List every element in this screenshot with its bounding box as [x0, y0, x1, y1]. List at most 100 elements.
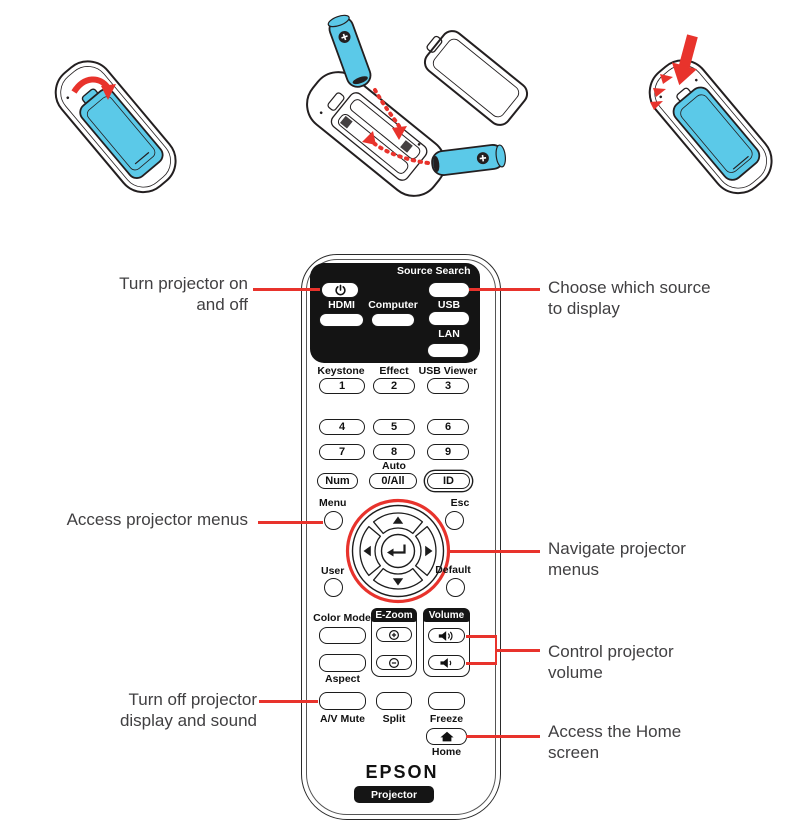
- insert-arrow-1-head: [392, 126, 407, 140]
- battery-cover-detached: [423, 30, 529, 126]
- power-button[interactable]: [321, 282, 359, 298]
- effect-label: Effect: [379, 365, 409, 377]
- aspect-label: Aspect: [324, 673, 360, 685]
- insert-arrow-1: [373, 88, 401, 128]
- callout-navigate-line2: menus: [548, 560, 600, 579]
- arrow-up-icon: [392, 516, 404, 524]
- home-label: Home: [431, 746, 462, 758]
- callout-access-menus: Access projector menus: [40, 509, 248, 530]
- callout-turn-on: Turn projector on and off: [70, 273, 248, 315]
- callout-navigate-line1: Navigate projector: [548, 539, 686, 558]
- illustration-replace-battery-cover: [648, 34, 773, 195]
- default-button[interactable]: [446, 578, 465, 597]
- click-tick-2: [653, 88, 666, 97]
- press-arrow: [671, 34, 698, 86]
- illustration-insert-batteries: [306, 14, 529, 197]
- zoom-in-icon: [388, 629, 400, 640]
- callout-navigate: Navigate projector menus: [548, 538, 758, 580]
- callout-access-home-line1: Access the Home: [548, 722, 682, 741]
- num-button[interactable]: Num: [317, 473, 358, 489]
- digit-2-button[interactable]: 2: [373, 378, 415, 394]
- freeze-button[interactable]: [428, 692, 465, 710]
- callout-line-volume-out: [497, 649, 540, 652]
- aspect-button[interactable]: [319, 654, 366, 672]
- computer-button[interactable]: [371, 313, 415, 327]
- callout-line-home: [466, 735, 540, 738]
- hdmi-button[interactable]: [319, 313, 364, 327]
- nav-up-button[interactable]: [372, 512, 424, 535]
- epson-logo: EPSON: [365, 762, 439, 782]
- digit-9-button[interactable]: 9: [427, 444, 469, 460]
- click-tick-1: [660, 74, 673, 84]
- user-button[interactable]: [324, 578, 343, 597]
- user-label: User: [321, 565, 345, 577]
- color-mode-label: Color Mode: [313, 612, 371, 624]
- hdmi-label: HDMI: [328, 299, 355, 311]
- zero-all-button[interactable]: 0/All: [369, 473, 417, 489]
- split-button[interactable]: [376, 692, 412, 710]
- source-search-button[interactable]: [428, 282, 470, 298]
- remote-back-body: [54, 60, 177, 194]
- callout-line-volume-down: [466, 662, 497, 665]
- callout-turn-off: Turn off projector display and sound: [70, 689, 257, 731]
- callout-line-power: [253, 288, 320, 291]
- volume-up-icon: [438, 630, 452, 641]
- nav-down-button[interactable]: [372, 567, 424, 590]
- lan-button[interactable]: [427, 343, 469, 358]
- id-button[interactable]: ID: [427, 473, 470, 489]
- illustration-remove-battery-cover: [54, 60, 177, 194]
- nav-pad: [345, 498, 451, 604]
- volume-down-icon: [439, 657, 451, 668]
- callout-control-volume: Control projector volume: [548, 641, 758, 683]
- battery-top: [327, 14, 372, 88]
- color-mode-button[interactable]: [319, 627, 366, 644]
- menu-button[interactable]: [324, 511, 343, 530]
- digit-5-button[interactable]: 5: [373, 419, 415, 435]
- insert-arrow-2-head: [362, 131, 376, 145]
- open-arrow-head: [101, 84, 116, 100]
- callout-line-source: [469, 288, 540, 291]
- battery-side: [431, 144, 507, 176]
- callout-access-home-line2: screen: [548, 743, 600, 762]
- nav-right-button[interactable]: [414, 525, 437, 577]
- volume-up-button[interactable]: [428, 628, 465, 643]
- av-mute-button[interactable]: [319, 692, 366, 710]
- callout-turn-on-line2: and off: [196, 295, 248, 314]
- av-mute-label: A/V Mute: [320, 713, 365, 725]
- arrow-down-icon: [392, 578, 404, 586]
- digit-4-button[interactable]: 4: [319, 419, 365, 435]
- volume-header: Volume: [423, 608, 470, 622]
- esc-button[interactable]: [445, 511, 464, 530]
- callout-access-menus-line1: Access projector menus: [66, 510, 248, 529]
- callout-turn-off-line1: Turn off projector: [128, 690, 257, 709]
- battery-compartment: [330, 92, 428, 181]
- callout-choose-source-line1: Choose which source: [548, 278, 711, 297]
- source-search-label: Source Search: [397, 265, 471, 277]
- battery-cover: [672, 86, 761, 181]
- projector-badge: Projector: [354, 786, 434, 803]
- digit-7-button[interactable]: 7: [319, 444, 365, 460]
- callout-turn-on-line1: Turn projector on: [119, 274, 248, 293]
- freeze-label: Freeze: [429, 713, 464, 725]
- zoom-in-button[interactable]: [376, 627, 412, 642]
- digit-8-button[interactable]: 8: [373, 444, 415, 460]
- zoom-out-button[interactable]: [376, 655, 412, 670]
- callout-line-av-mute: [259, 700, 318, 703]
- nav-enter-button[interactable]: [380, 533, 416, 569]
- esc-label: Esc: [450, 497, 470, 509]
- split-label: Split: [382, 713, 406, 725]
- remote-inner-outline: [306, 259, 496, 815]
- remote-back-body: [648, 59, 773, 195]
- digit-6-button[interactable]: 6: [427, 419, 469, 435]
- nav-left-button[interactable]: [359, 525, 382, 577]
- usb-button[interactable]: [428, 311, 470, 326]
- digit-1-button[interactable]: 1: [319, 378, 365, 394]
- callout-choose-source: Choose which source to display: [548, 277, 758, 319]
- usb-label: USB: [437, 299, 461, 311]
- home-button[interactable]: [426, 728, 467, 745]
- digit-3-button[interactable]: 3: [427, 378, 469, 394]
- remote-control: Source Search HDMI Computer USB LAN Keys…: [301, 254, 501, 820]
- zoom-out-icon: [388, 657, 400, 668]
- volume-down-button[interactable]: [428, 655, 465, 670]
